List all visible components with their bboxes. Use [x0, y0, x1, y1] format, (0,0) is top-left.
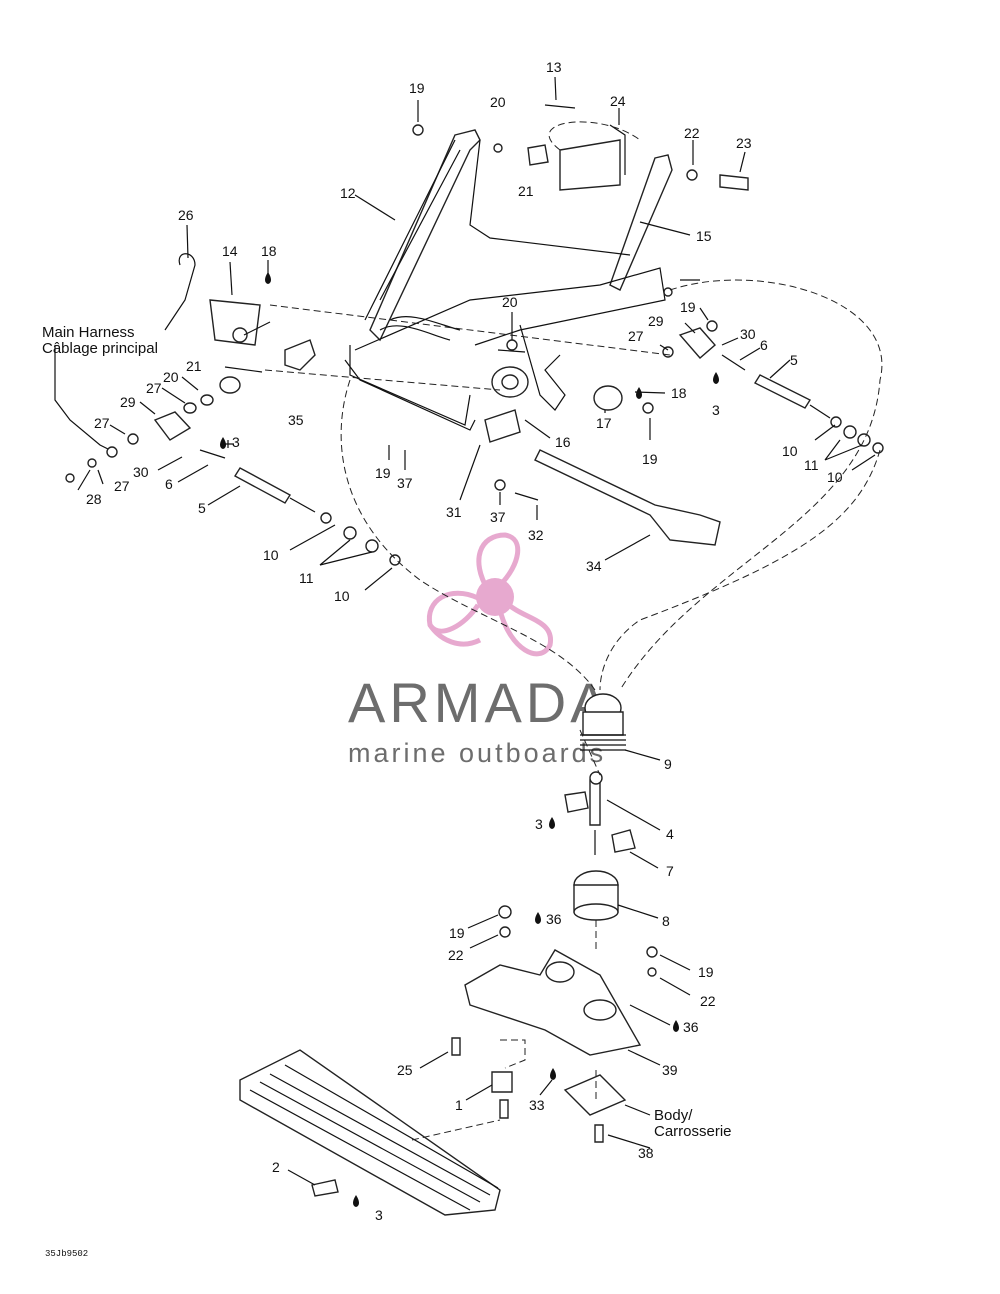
label-part-20-b: 20: [502, 294, 518, 310]
label-part-2: 2: [272, 1159, 280, 1175]
label-part-10-b: 10: [334, 588, 350, 604]
label-part-30-a: 30: [133, 464, 149, 480]
watermark-brand: ARMADA: [348, 671, 612, 734]
label-part-19-d: 19: [375, 465, 391, 481]
label-part-21-b: 21: [186, 358, 202, 374]
label-part-8: 8: [662, 913, 670, 929]
main-harness-label-en: Main Harness: [42, 324, 135, 341]
label-part-37-a: 37: [397, 475, 413, 491]
upper-hardware: [412, 104, 749, 353]
part-number-labels: 1 2 3 3 3 3 4 5 5 6 6 7 8 9 10 10 10 10 …: [86, 59, 843, 1223]
label-part-12: 12: [340, 185, 356, 201]
label-part-3-c: 3: [535, 816, 543, 832]
label-part-15: 15: [696, 228, 712, 244]
label-part-19-f: 19: [698, 964, 714, 980]
label-part-5-b: 5: [790, 352, 798, 368]
label-part-29-a: 29: [120, 394, 136, 410]
label-part-37-b: 37: [490, 509, 506, 525]
label-part-19-a: 19: [409, 80, 425, 96]
label-part-13: 13: [546, 59, 562, 75]
footrest-grill: [239, 1049, 501, 1216]
label-part-36-a: 36: [546, 911, 562, 927]
label-part-17: 17: [596, 415, 612, 431]
label-part-22-b: 22: [448, 947, 464, 963]
steering-handle: [484, 409, 721, 546]
label-part-20-a: 20: [490, 94, 506, 110]
label-part-25: 25: [397, 1062, 413, 1078]
label-part-10-c: 10: [782, 443, 798, 459]
left-cable-assembly: [54, 253, 401, 566]
label-part-18-a: 18: [261, 243, 277, 259]
label-part-10-a: 10: [263, 547, 279, 563]
label-part-11-b: 11: [804, 457, 819, 473]
label-part-1: 1: [455, 1097, 463, 1113]
label-part-18-b: 18: [671, 385, 687, 401]
label-part-20-c: 20: [163, 369, 179, 385]
label-part-6-a: 6: [165, 476, 173, 492]
label-part-21-a: 21: [518, 183, 534, 199]
label-part-27-a: 27: [146, 380, 162, 396]
label-part-3-b: 3: [712, 402, 720, 418]
label-part-31: 31: [446, 504, 462, 520]
label-part-11-a: 11: [299, 570, 314, 586]
label-part-28: 28: [86, 491, 102, 507]
helm-assembly: [564, 693, 636, 950]
label-part-33: 33: [529, 1097, 545, 1113]
label-part-26: 26: [178, 207, 194, 223]
leader-lines: [77, 76, 876, 1186]
label-part-3-a: 3: [232, 434, 240, 450]
label-part-35: 35: [288, 412, 304, 428]
label-part-23: 23: [736, 135, 752, 151]
label-part-22-a: 22: [684, 125, 700, 141]
label-part-10-d: 10: [827, 469, 843, 485]
label-part-32: 32: [528, 527, 544, 543]
label-part-38: 38: [638, 1145, 654, 1161]
figure-code: 35Jb9502: [45, 1249, 88, 1259]
label-part-3-d: 3: [375, 1207, 383, 1223]
label-part-27-b: 27: [94, 415, 110, 431]
label-part-5-a: 5: [198, 500, 206, 516]
body-label-fr: Carrosserie: [654, 1123, 732, 1140]
label-part-29-b: 29: [648, 313, 664, 329]
label-part-19-e: 19: [449, 925, 465, 941]
label-part-9: 9: [664, 756, 672, 772]
label-part-19-c: 19: [642, 451, 658, 467]
steering-frame: [344, 124, 673, 431]
lower-bracket: [451, 905, 658, 1143]
lubricant-drop-icons: [220, 272, 719, 1207]
label-part-27-c: 27: [114, 478, 130, 494]
label-part-4: 4: [666, 826, 674, 842]
label-part-19-b: 19: [680, 299, 696, 315]
label-part-36-b: 36: [683, 1019, 699, 1035]
watermark-tagline: marine outboards: [348, 738, 606, 768]
body-label-en: Body/: [654, 1107, 693, 1124]
label-part-30-b: 30: [740, 326, 756, 342]
label-part-22-c: 22: [700, 993, 716, 1009]
label-part-34: 34: [586, 558, 602, 574]
dashed-leaders: [264, 121, 883, 1141]
label-part-24: 24: [610, 93, 626, 109]
label-part-27-d: 27: [628, 328, 644, 344]
label-part-16: 16: [555, 434, 571, 450]
label-part-6-b: 6: [760, 337, 768, 353]
watermark-logo: [426, 532, 553, 657]
label-part-39: 39: [662, 1062, 678, 1078]
main-harness-label-fr: Câblage principal: [42, 340, 158, 357]
label-part-7: 7: [666, 863, 674, 879]
label-part-14: 14: [222, 243, 238, 259]
